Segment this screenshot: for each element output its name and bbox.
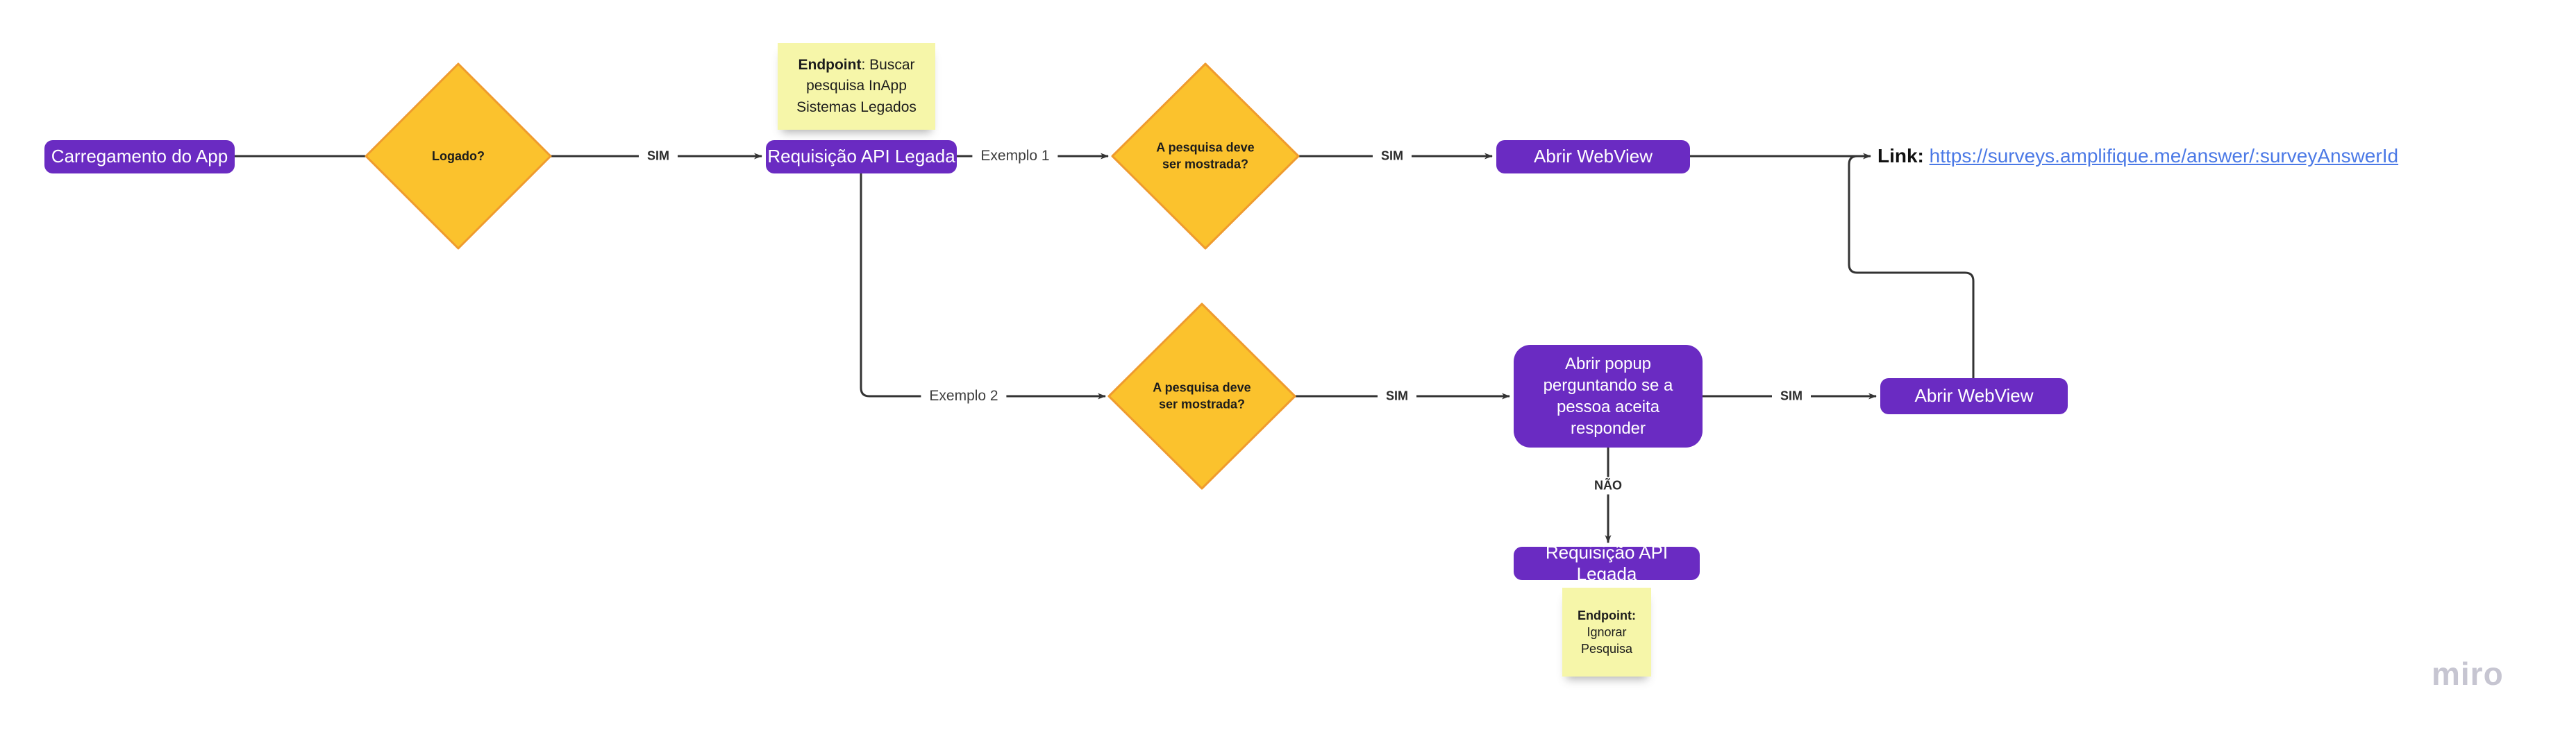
link-annotation: Link: https://surveys.amplifique.me/answ…: [1877, 145, 2398, 167]
node-popup-label: Abrir popup perguntando se a pessoa acei…: [1543, 354, 1673, 439]
decision-pesquisa2-label: A pesquisa deve ser mostrada?: [1153, 380, 1251, 411]
connector-requisicao1-pesquisa2[interactable]: [860, 173, 1106, 400]
connector-webview2-link[interactable]: [1848, 155, 1975, 378]
sticky-buscar-bold: Endpoint: [798, 56, 862, 73]
decision-pesquisa1-label: A pesquisa deve ser mostrada?: [1156, 140, 1255, 171]
edge-label-sim-pesquisa2[interactable]: SIM: [1377, 387, 1417, 405]
miro-logo-watermark: miro: [2432, 656, 2504, 692]
node-requisicao-api-2[interactable]: Requisição API Legada: [1514, 542, 1700, 584]
node-requisicao-api-1[interactable]: Requisição API Legada: [766, 140, 957, 173]
edge-label-exemplo-2[interactable]: Exemplo 2: [921, 386, 1007, 406]
decision-logado-shape[interactable]: [365, 62, 552, 250]
edge-label-sim-popup[interactable]: SIM: [1771, 387, 1812, 405]
node-requisicao-api-2-label: Requisição API Legada: [1545, 541, 1668, 584]
sticky-ignorar-bold: Endpoint:: [1578, 608, 1636, 622]
sticky-note-endpoint-ignorar-text: Endpoint: Ignorar Pesquisa: [1568, 607, 1646, 658]
edge-label-sim-pesquisa1[interactable]: SIM: [1372, 147, 1412, 165]
node-webview-2[interactable]: Abrir WebView: [1880, 378, 2068, 414]
node-webview-1[interactable]: Abrir WebView: [1496, 140, 1690, 173]
edge-label-nao-popup[interactable]: NÃO: [1586, 477, 1630, 495]
node-webview-1-label: Abrir WebView: [1534, 146, 1653, 167]
sticky-buscar-rest: : Buscar pesquisa InApp Sistemas Legados: [796, 56, 917, 115]
sticky-note-endpoint-ignorar[interactable]: Endpoint: Ignorar Pesquisa: [1562, 588, 1651, 677]
survey-answer-link[interactable]: https://surveys.amplifique.me/answer/:su…: [1929, 145, 2399, 167]
edge-label-sim-logado[interactable]: SIM: [638, 147, 678, 165]
sticky-ignorar-rest: Ignorar Pesquisa: [1580, 624, 1633, 656]
node-popup[interactable]: Abrir popup perguntando se a pessoa acei…: [1514, 345, 1703, 448]
decision-logado-label: Logado?: [432, 148, 485, 163]
node-carregamento-app-label: Carregamento do App: [51, 146, 228, 167]
sticky-note-endpoint-buscar[interactable]: Endpoint: Buscar pesquisa InApp Sistemas…: [778, 43, 935, 130]
decision-pesquisa2-shape[interactable]: [1107, 303, 1296, 490]
decision-pesquisa1-shape[interactable]: [1111, 62, 1300, 250]
node-requisicao-api-1-label: Requisição API Legada: [767, 146, 955, 167]
sticky-note-endpoint-buscar-text: Endpoint: Buscar pesquisa InApp Sistemas…: [785, 55, 928, 118]
node-carregamento-app[interactable]: Carregamento do App: [44, 140, 235, 173]
link-annotation-label: Link:: [1877, 145, 1924, 167]
node-webview-2-label: Abrir WebView: [1914, 385, 2034, 407]
edge-label-exemplo-1[interactable]: Exemplo 1: [972, 146, 1058, 166]
